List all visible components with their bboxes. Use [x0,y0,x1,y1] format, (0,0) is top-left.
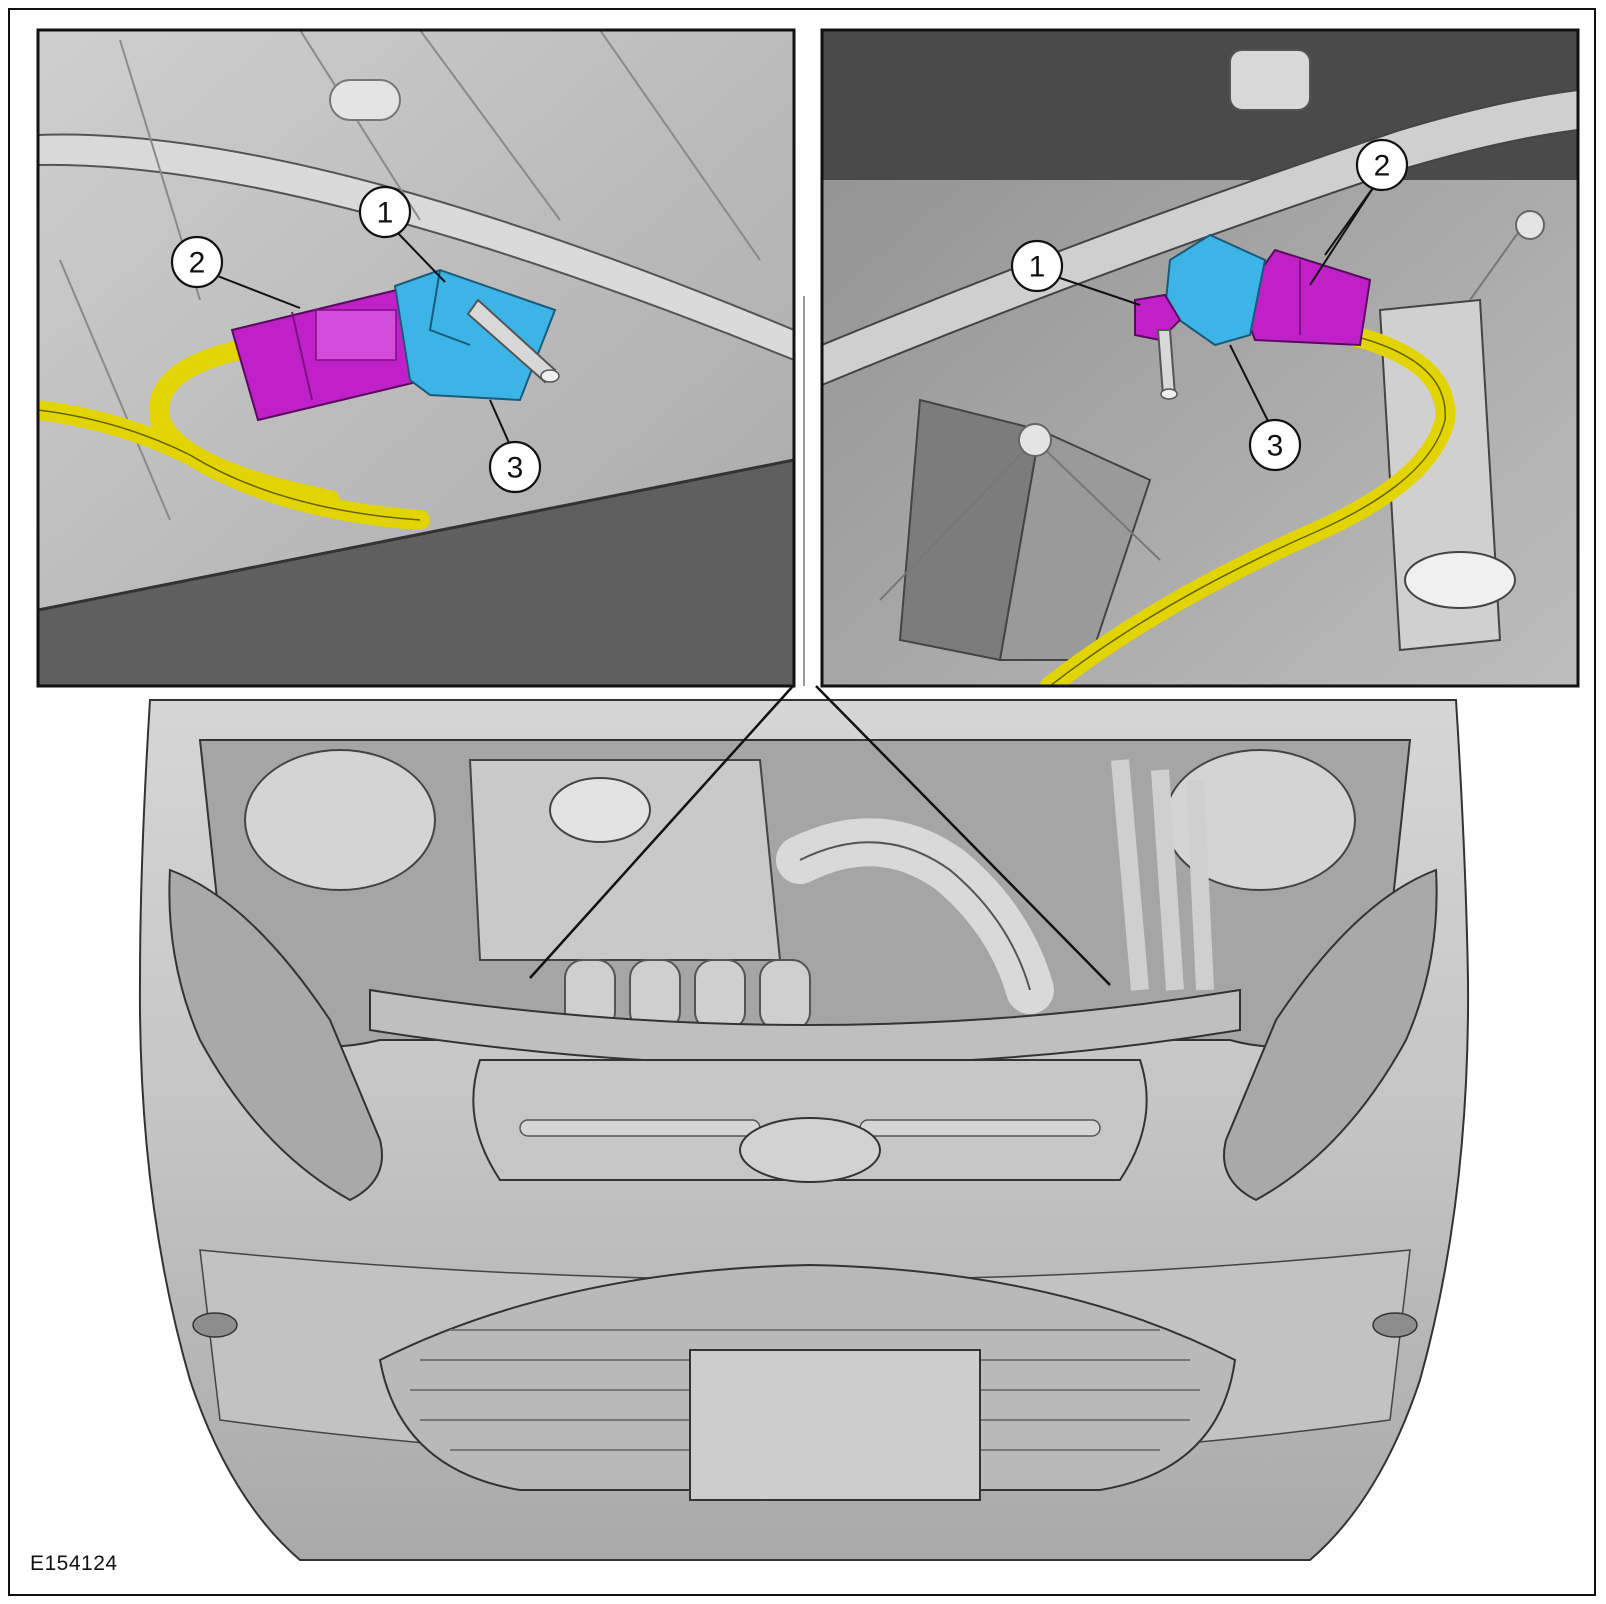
left-callout-1: 1 [358,185,412,239]
svg-text:2: 2 [1374,150,1391,183]
connector-right [1238,248,1372,347]
right-callout-1: 1 [1010,239,1064,293]
svg-text:3: 3 [507,452,524,485]
left-inset-view: 1 2 3 [36,28,796,688]
sensor-left [393,268,557,402]
figure-id: E154124 [30,1552,118,1575]
right-headlight [1223,868,1438,1202]
right-callout-3: 3 [1248,418,1302,472]
exhaust-pipes [1111,759,1214,991]
svg-text:1: 1 [1029,251,1046,284]
connector-left [230,286,427,422]
right-fog-lamp [1372,1312,1418,1338]
svg-text:2: 2 [189,247,206,280]
left-headlight [168,868,383,1202]
svg-text:3: 3 [1267,430,1284,463]
leader-line-left [529,685,794,979]
left-callout-3: 3 [488,440,542,494]
left-fog-lamp [192,1312,238,1338]
vehicle-front-view [138,296,1470,1561]
right-inset-view: 1 2 3 [820,28,1580,688]
badge [739,1117,881,1183]
stud-left [466,298,557,384]
intake-manifold [564,959,811,1031]
leader-line-right [815,685,1111,986]
licence-plate-bracket [689,1349,981,1501]
right-callout-2: 2 [1355,138,1409,192]
left-callout-2: 2 [170,235,224,289]
svg-text:1: 1 [377,197,394,230]
left-strut-tower [244,749,436,891]
